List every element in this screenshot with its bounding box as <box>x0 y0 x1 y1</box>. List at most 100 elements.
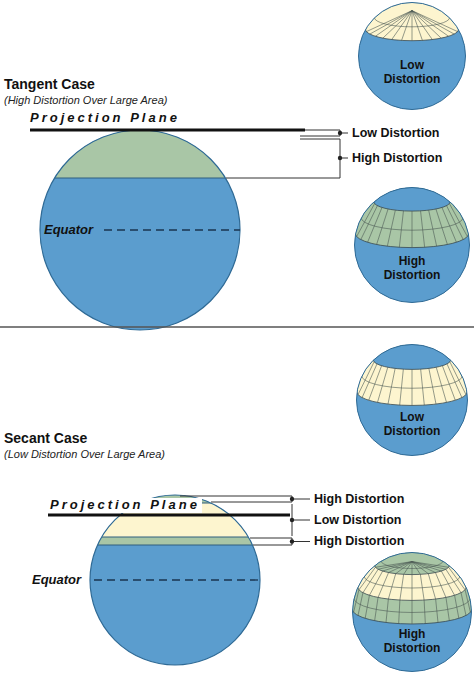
meridian <box>421 369 425 405</box>
globe-zone <box>356 344 468 369</box>
meridian <box>402 11 412 41</box>
meridian <box>368 207 382 242</box>
meridian <box>447 206 464 240</box>
meridian <box>412 11 454 34</box>
meridian <box>386 599 388 622</box>
meridian <box>354 590 359 613</box>
plane-label: Projection Plane <box>30 111 180 126</box>
meridian <box>392 11 412 40</box>
globe-label: Low Distortion <box>376 59 448 86</box>
meridian <box>412 600 413 624</box>
meridian <box>449 567 465 590</box>
case-subtitle: (High Distortion Over Large Area) <box>4 94 167 107</box>
meridian <box>449 204 467 237</box>
meridian <box>412 562 446 570</box>
meridian <box>461 593 466 616</box>
meridian <box>412 11 458 32</box>
globe-zones <box>358 2 466 41</box>
bracket-dot <box>338 156 342 160</box>
case-title: Tangent Case <box>4 76 95 92</box>
globe-outline <box>90 495 260 665</box>
plane-label: Projection Plane <box>48 498 202 513</box>
globe-zones <box>352 552 472 624</box>
equator-line <box>94 579 260 580</box>
meridian <box>455 595 459 618</box>
meridian <box>377 367 387 402</box>
meridian <box>441 571 454 595</box>
globe-drawing <box>354 187 470 303</box>
meridian <box>442 366 455 400</box>
bracket <box>250 538 310 545</box>
distortion-label: High Distortion <box>352 151 442 165</box>
meridian <box>412 562 413 575</box>
globe-outline <box>353 553 472 672</box>
meridian <box>412 11 449 37</box>
bracket <box>226 139 348 178</box>
globe-label: High Distortion <box>376 628 448 655</box>
meridian <box>412 562 449 568</box>
meridian <box>399 211 403 247</box>
globe-zones <box>354 187 470 248</box>
globe-body <box>359 3 466 110</box>
globe-node: High Distortion <box>352 552 472 672</box>
equator-label: Equator <box>32 573 81 588</box>
meridian <box>429 210 437 246</box>
graticule <box>357 204 468 248</box>
equator-line <box>104 229 240 230</box>
globe-node: Low Distortion <box>358 2 466 110</box>
globe-outline <box>357 345 468 456</box>
meridian <box>378 573 389 598</box>
globe-zones <box>356 344 468 405</box>
meridian <box>377 209 389 245</box>
meridian <box>363 569 378 592</box>
globe-label: High Distortion <box>376 255 448 282</box>
tangent-globe <box>30 130 305 330</box>
bracket-dot <box>290 497 294 501</box>
distortion-brackets <box>226 130 348 178</box>
meridian <box>412 369 413 405</box>
meridian <box>412 562 441 571</box>
globe-zone <box>354 187 470 211</box>
distortion-zone <box>85 537 265 545</box>
meridian <box>465 590 470 613</box>
bracket <box>292 504 310 536</box>
meridian <box>412 11 432 40</box>
globe-outline <box>40 130 240 330</box>
secant-globe <box>48 490 290 665</box>
meridian <box>361 206 378 240</box>
bracket-dot <box>290 518 294 522</box>
globe-drawing <box>358 2 466 110</box>
meridian <box>362 364 377 398</box>
meridian <box>428 574 435 599</box>
distortion-label: High Distortion <box>314 534 404 548</box>
meridian <box>400 574 404 600</box>
meridian <box>429 368 436 404</box>
meridian <box>400 369 404 405</box>
globe-outline <box>359 3 466 110</box>
projection-plane-line <box>30 129 305 132</box>
meridian <box>424 600 425 624</box>
meridian <box>399 600 400 624</box>
graticule <box>358 362 466 406</box>
meridian <box>412 11 413 41</box>
meridian <box>365 595 369 618</box>
meridian <box>412 211 413 248</box>
globe-zone <box>352 552 472 575</box>
meridian <box>404 562 412 575</box>
distortion-zone <box>30 130 260 178</box>
meridian <box>387 210 395 246</box>
bracket <box>300 130 348 136</box>
drawing-part <box>30 130 260 178</box>
meridian <box>412 575 413 601</box>
meridian <box>436 209 448 245</box>
bracket-dot <box>338 131 342 135</box>
meridian <box>375 597 378 620</box>
bracket-dot <box>290 539 294 543</box>
meridian <box>396 562 412 574</box>
graticule <box>375 561 448 575</box>
meridian <box>412 11 422 41</box>
globe-zone <box>352 552 472 600</box>
distortion-label: High Distortion <box>314 492 404 506</box>
case-title: Secant Case <box>4 430 87 446</box>
